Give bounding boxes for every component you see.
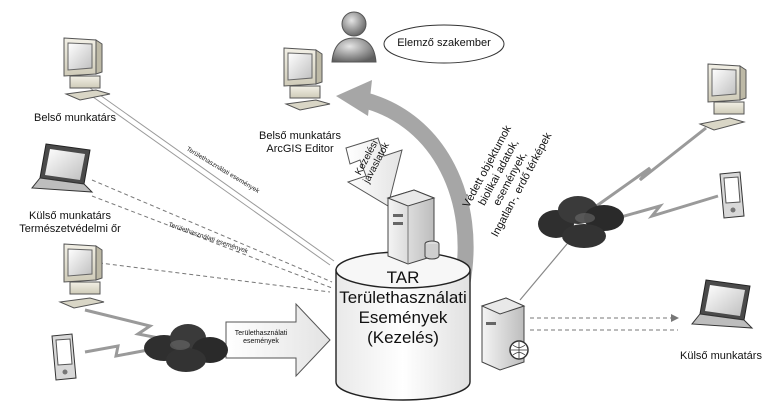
database-cylinder — [335, 251, 471, 401]
laptop-icon-right — [691, 279, 754, 329]
edge-cloud-to-server — [519, 237, 573, 301]
analyst-ellipse — [383, 24, 505, 64]
desktop-pc-icon-top-left — [63, 37, 111, 101]
pda-icon-right — [719, 171, 745, 219]
edge-label-events-2: Területhasználati események — [167, 221, 249, 255]
database-line1: TAR — [386, 268, 420, 287]
database-line2: Területhasználati — [339, 288, 467, 307]
person-analyst-icon — [331, 11, 377, 63]
wireless-link-left-2 — [84, 344, 149, 358]
database-text: TAR Területhasználati Események (Kezelés… — [336, 268, 470, 348]
desktop-pc-icon-mid-left — [58, 243, 105, 309]
network-cloud-right — [538, 196, 624, 248]
laptop-icon-left — [31, 143, 94, 193]
edge-pc2-to-db — [91, 261, 331, 293]
curved-arrow-head — [336, 80, 372, 116]
proposals-arrow — [345, 137, 403, 207]
label-events-big-line2: események — [243, 338, 279, 345]
web-server-icon — [480, 297, 529, 371]
label-inner-worker: Belső munkatárs — [34, 112, 116, 124]
edge-outer-worker-to-db — [91, 179, 333, 289]
pda-icon-left — [51, 333, 77, 381]
edge-inner-worker-to-db — [85, 87, 335, 266]
label-inner-editor: Belső munkatárs ArcGIS Editor — [240, 130, 360, 156]
wireless-link-right-top — [587, 126, 707, 214]
curved-arrow-feedback — [361, 92, 474, 287]
db-server-icon — [386, 189, 440, 265]
label-outer-worker: Külső munkatárs Természetvédelmi őr — [4, 210, 136, 236]
label-inner-editor-line2: ArcGIS Editor — [266, 143, 334, 155]
database-line4: (Kezelés) — [367, 328, 439, 347]
label-analyst: Elemző szakember — [397, 37, 491, 49]
label-outer-worker-right: Külső munkatárs — [680, 350, 762, 362]
label-events-big-line1: Területhasználati — [234, 330, 288, 337]
label-events-big: Területhasználati események — [228, 330, 294, 346]
wireless-link-right-mid — [595, 194, 719, 226]
events-big-arrow — [225, 302, 331, 378]
network-cloud-left — [144, 324, 228, 372]
database-line3: Események — [358, 308, 448, 327]
desktop-pc-icon-editor — [283, 47, 331, 111]
label-inner-editor-line1: Belső munkatárs — [259, 130, 341, 142]
edge-server-to-laptop — [530, 314, 679, 331]
label-outer-worker-line1: Külső munkatárs — [29, 210, 111, 222]
label-outer-worker-line2: Természetvédelmi őr — [19, 223, 121, 235]
desktop-pc-icon-top-right — [698, 63, 747, 131]
